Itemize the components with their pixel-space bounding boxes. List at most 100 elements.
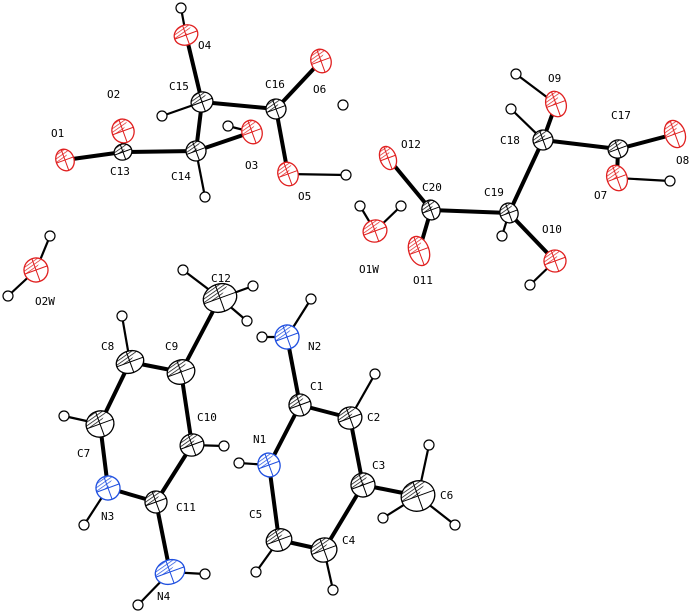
hydrogen-atom: [664, 175, 676, 187]
atom-label: N2: [308, 340, 321, 353]
hydrogen-atom: [305, 293, 317, 305]
atom-label: O2W: [35, 295, 55, 308]
hydrogen-atom: [177, 264, 189, 276]
atom-c13: [113, 143, 133, 161]
bond-C19-C18: [507, 138, 545, 215]
hydrogen-atom: [116, 310, 128, 322]
atom-label: O1: [51, 127, 64, 140]
atom-label: C4: [342, 534, 356, 547]
atom-label: C6: [440, 489, 453, 502]
atom-label: O6: [313, 83, 326, 96]
hydrogen-atom: [377, 512, 389, 524]
hydrogen-atom: [340, 169, 352, 181]
hydrogen-atom: [524, 279, 536, 291]
atom-label: C15: [169, 80, 189, 93]
atom-c12: [202, 282, 238, 314]
atom-label: O5: [298, 190, 311, 203]
hydrogen-bond-layer: [2, 2, 676, 611]
hydrogen-atom: [369, 368, 381, 380]
atom-label: C1: [310, 380, 323, 393]
bond-C15-C16: [200, 100, 278, 111]
hydrogen-atom: [44, 230, 56, 242]
atom-o7: [605, 164, 629, 192]
atom-c10: [179, 433, 205, 457]
bond-C13-C14: [121, 149, 198, 154]
hydrogen-atom: [250, 566, 262, 578]
atom-o3: [241, 119, 263, 145]
atom-label: O3: [245, 159, 258, 172]
hydrogen-atom: [78, 519, 90, 531]
atom-o2: [111, 118, 135, 144]
atom-label: O4: [198, 39, 212, 52]
bond-C18-C17: [541, 138, 620, 151]
atom-c20: [421, 199, 441, 221]
hydrogen-atom: [327, 584, 339, 596]
atom-o1w: [362, 219, 388, 243]
atom-c7: [85, 410, 115, 438]
atom-label: O7: [594, 189, 607, 202]
bond-C15-O4: [184, 33, 204, 104]
atom-o6: [310, 48, 332, 74]
atom-o12: [378, 145, 398, 171]
atom-c3: [350, 472, 376, 498]
atom-label: C9: [165, 340, 178, 353]
hydrogen-atom: [222, 120, 234, 132]
hydrogen-atom: [505, 103, 517, 115]
atom-label: O11: [413, 274, 433, 287]
atom-label: C12: [211, 272, 231, 285]
atom-o4: [173, 24, 199, 46]
atom-label: C5: [249, 508, 262, 521]
atom-label: C17: [611, 109, 631, 122]
hydrogen-atom: [241, 315, 253, 327]
atom-layer: [23, 24, 687, 586]
atom-n4: [154, 558, 186, 586]
hydrogen-atom: [156, 110, 168, 122]
hydrogen-atom: [395, 200, 407, 212]
atom-n3: [95, 475, 121, 501]
atom-c16: [265, 98, 287, 120]
atom-label: O10: [542, 223, 562, 236]
atom-label: N4: [157, 590, 171, 603]
atom-label: O12: [401, 138, 421, 151]
atom-c18: [532, 129, 554, 151]
atom-o5: [277, 161, 299, 187]
atom-c9: [166, 359, 196, 385]
atom-label: C13: [110, 165, 130, 178]
hydrogen-atom: [199, 568, 211, 580]
hydrogen-atom: [132, 599, 144, 611]
atom-o10: [543, 249, 567, 273]
hydrogen-atom: [423, 439, 435, 451]
atom-c1: [288, 393, 312, 417]
atom-o11: [407, 235, 431, 267]
atom-label: C11: [176, 501, 196, 514]
hydrogen-atom: [199, 191, 211, 203]
atom-label: C8: [101, 340, 114, 353]
atom-label: C16: [265, 78, 285, 91]
atom-o2w: [23, 257, 49, 283]
hydrogen-atom: [218, 440, 230, 452]
hydrogen-atom: [247, 280, 259, 292]
hydrogen-atom: [175, 2, 187, 14]
atom-label: O1W: [359, 263, 379, 276]
hydrogen-atom: [233, 457, 245, 469]
hydrogen-atom: [2, 290, 14, 302]
hydrogen-atom: [337, 99, 349, 111]
atom-label: O8: [676, 154, 689, 167]
atom-c2: [337, 406, 363, 430]
atom-label: C19: [484, 186, 504, 199]
atom-o8: [663, 119, 687, 149]
atom-o9: [544, 90, 568, 118]
hydrogen-atom: [256, 331, 268, 343]
atom-c14: [185, 140, 207, 162]
hydrogen-atom: [58, 410, 70, 422]
atom-label: N1: [253, 433, 266, 446]
atom-n2: [274, 324, 300, 350]
atom-label: C7: [77, 447, 90, 460]
hydrogen-atom: [449, 519, 461, 531]
hydrogen-atom: [510, 68, 522, 80]
hydrogen-atom: [496, 230, 508, 242]
atom-n1: [257, 452, 281, 478]
